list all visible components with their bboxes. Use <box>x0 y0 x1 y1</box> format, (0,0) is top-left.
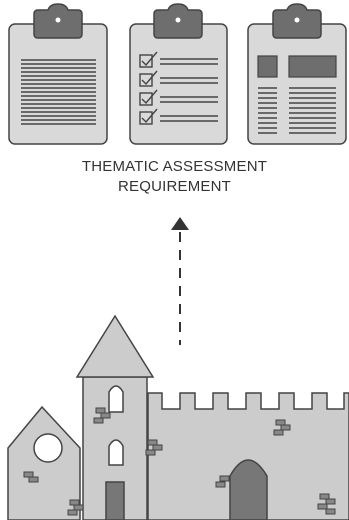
castle-icon <box>7 314 349 520</box>
clipboard-lined-text-icon <box>8 3 108 145</box>
diagram-caption: THEMATIC ASSESSMENT REQUIREMENT <box>0 157 349 197</box>
clipboard-layout-icon <box>247 3 347 145</box>
dashed-up-arrow-icon <box>171 217 189 345</box>
brick-details <box>23 407 336 516</box>
caption-line-1: THEMATIC ASSESSMENT <box>81 158 268 175</box>
caption-line-2: REQUIREMENT <box>117 178 232 195</box>
clipboard-checklist-icon <box>129 3 228 145</box>
